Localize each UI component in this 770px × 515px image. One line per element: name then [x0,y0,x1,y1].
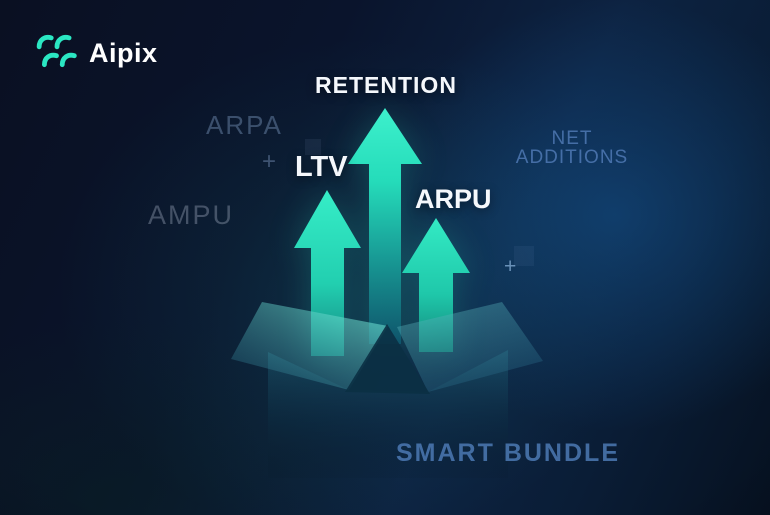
arpa-faded-label: ARPA [206,110,283,140]
plus-decoration-right: + [504,255,517,278]
ltv-label: LTV [295,151,348,183]
aipix-waves-icon [36,33,78,74]
retention-label: RETENTION [315,72,457,98]
plus-decoration-left: + [262,148,277,175]
brand-logo: Aipix [36,33,158,74]
net-additions-line2: ADDITIONS [515,146,629,168]
brand-name: Aipix [89,38,158,68]
net-additions-line1: NET [551,128,593,149]
arpu-label: ARPU [415,184,492,214]
net-additions-faded-label: NET ADDITIONS [498,128,646,168]
smart-bundle-caption: SMART BUNDLE [396,439,620,467]
retention-arrow [348,108,422,344]
ampu-faded-label: AMPU [148,200,235,230]
